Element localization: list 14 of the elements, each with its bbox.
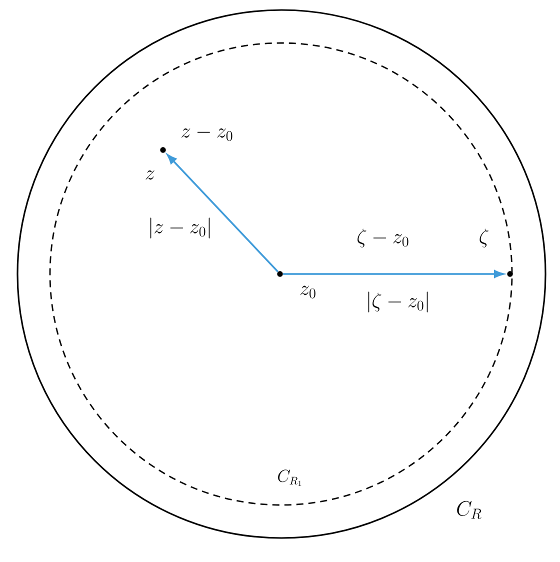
arrow	[283, 270, 504, 278]
math-label: $C_{R_1}$	[278, 470, 302, 486]
point	[160, 147, 166, 153]
math-label: $z - z_0$	[182, 128, 232, 141]
arrow	[166, 154, 279, 272]
point-label: $z$	[146, 170, 154, 180]
math-label: $\zeta - z_0$	[358, 228, 408, 248]
point-label: $\zeta$	[480, 228, 488, 248]
math-label: $|\zeta - z_0|$	[368, 292, 428, 312]
point	[277, 271, 283, 277]
math-label: $|z - z_0|$	[150, 218, 210, 238]
point-label: $z_0$	[300, 286, 316, 298]
math-label: $C_R$	[457, 500, 482, 519]
point	[507, 271, 513, 277]
